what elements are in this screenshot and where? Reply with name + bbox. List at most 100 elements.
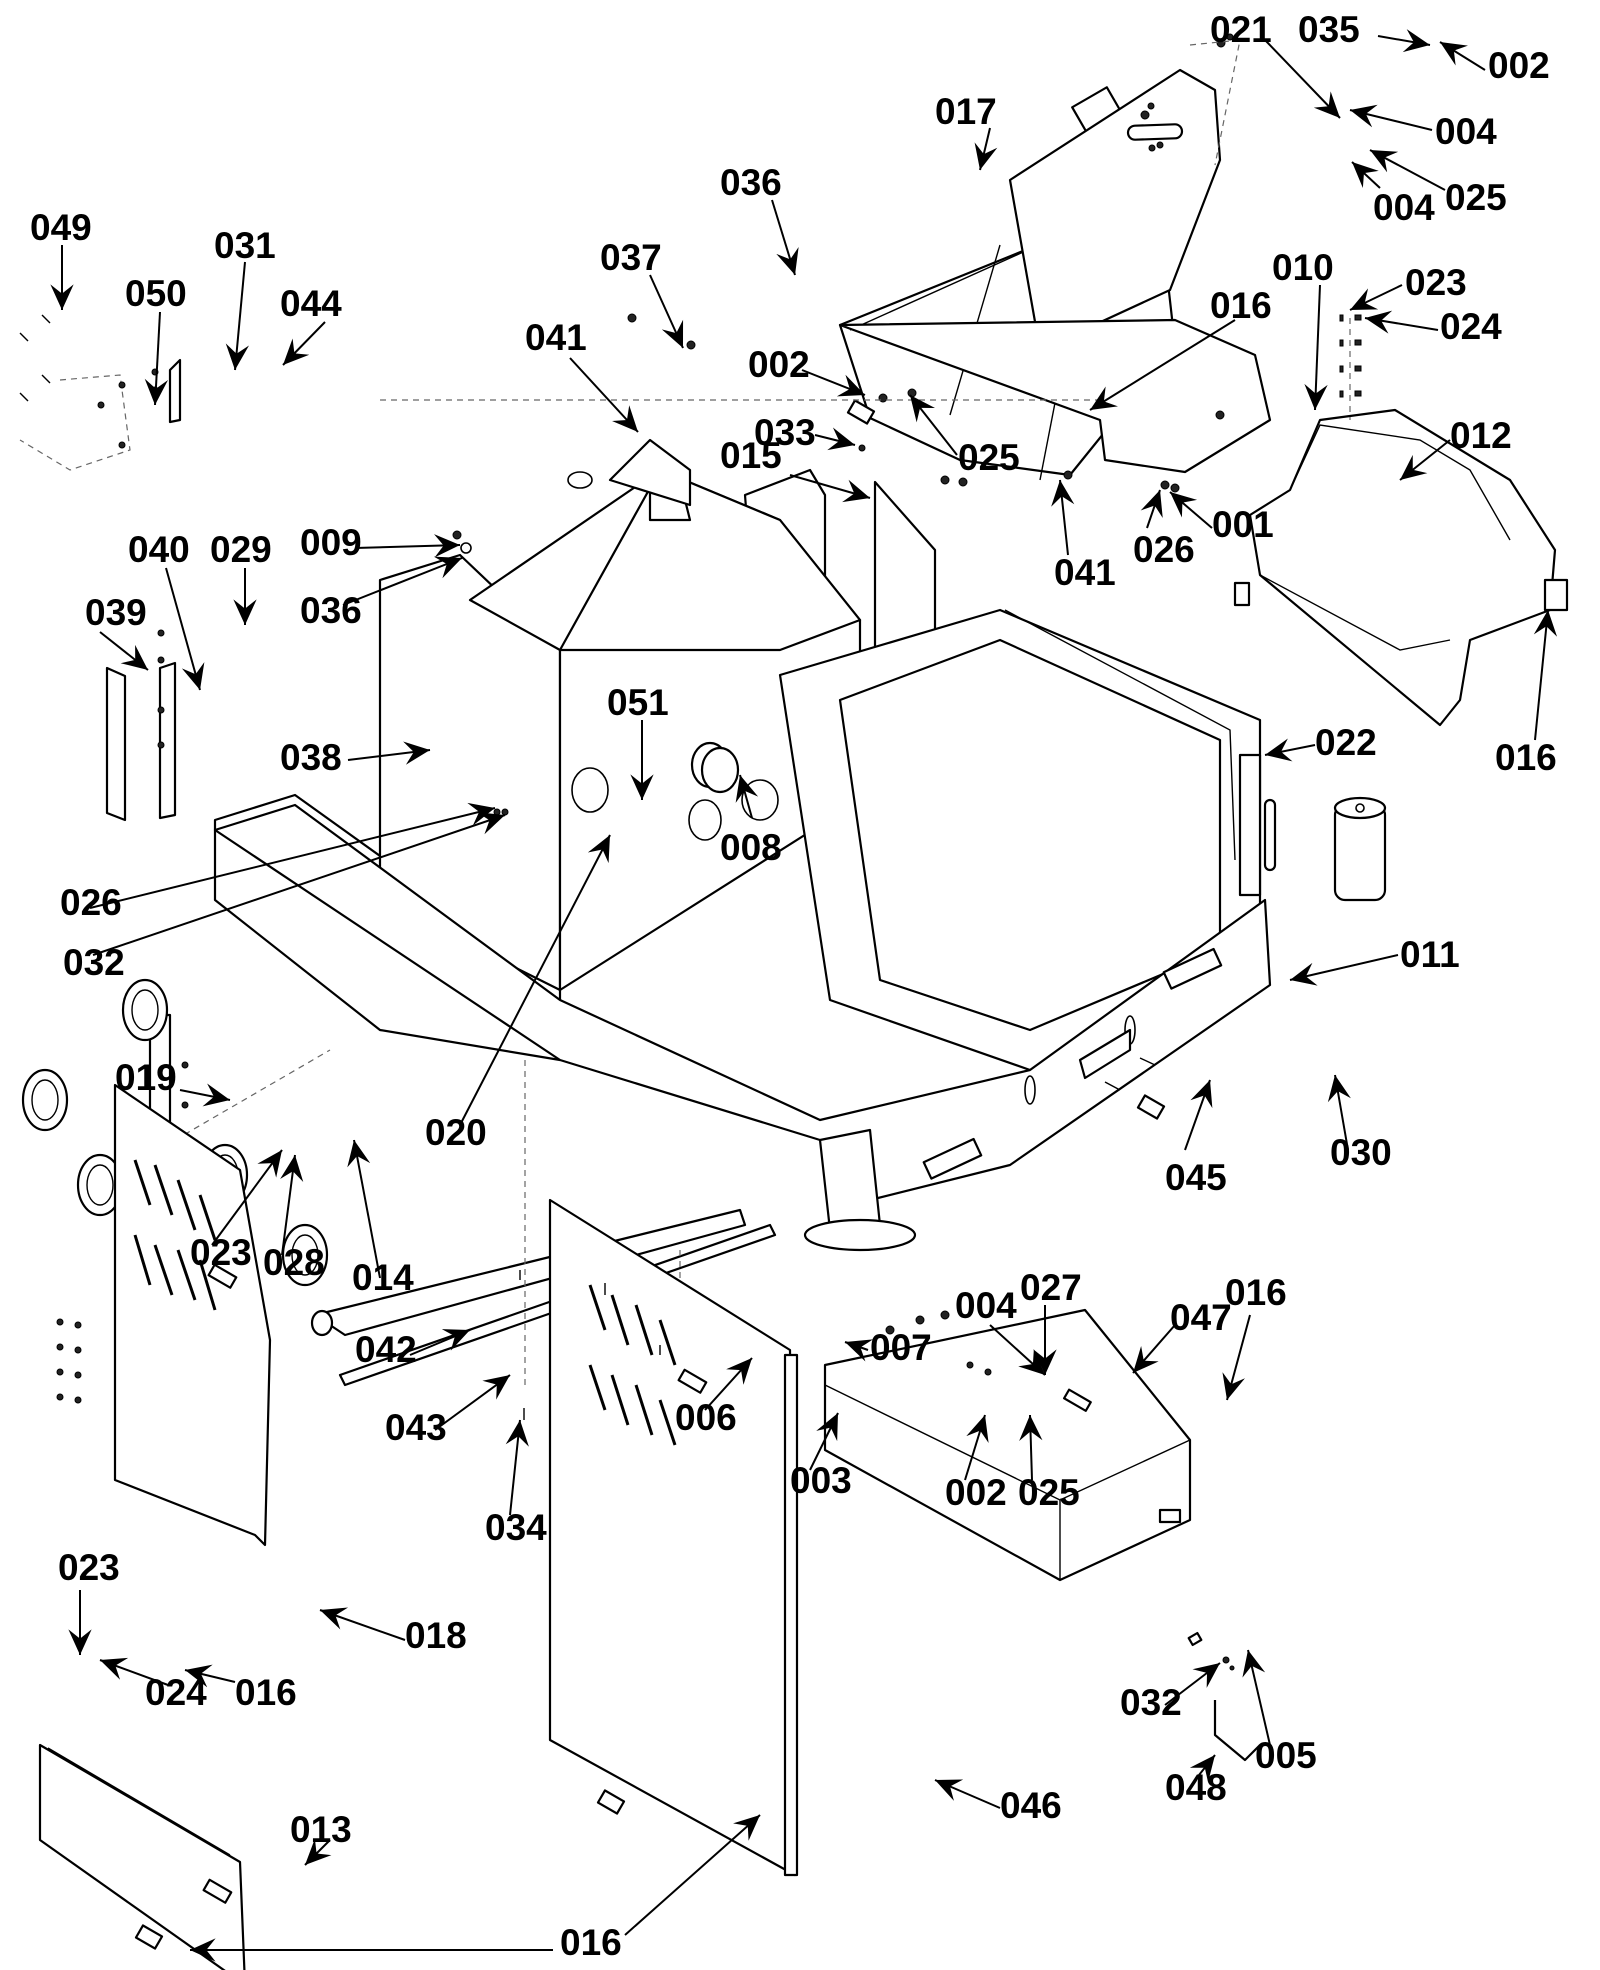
callout-label-047: 047 [1170,1297,1232,1338]
callout-label-023: 023 [1405,262,1467,303]
leader-arrow-c-002c [964,1414,989,1481]
callout-label-039: 039 [85,592,147,633]
callout-label-033: 033 [754,412,816,453]
leader-arrow-c-019 [179,1083,231,1107]
leader-arrow-c-010 [1304,284,1328,411]
callout-label-003: 003 [790,1460,852,1501]
leader-arrow-c-018 [319,1607,406,1641]
leader-arrow-c-008 [735,774,759,819]
leader-arrow-c-024b [99,1657,169,1686]
leader-arrow-c-023b [211,1149,283,1246]
leader-arrow-c-032b [1164,1662,1221,1706]
leader-arrow-c-031 [225,261,249,371]
callout-label-016: 016 [1495,737,1557,778]
leader-arrow-c-011 [1289,954,1399,986]
callout-label-002: 002 [748,344,810,385]
callout-label-028: 028 [263,1242,325,1283]
callout-label-005: 005 [1255,1735,1317,1776]
leader-arrow-c-041a [569,357,639,433]
callout-label-008: 008 [720,827,782,868]
leader-arrow-c-046 [934,1779,1001,1809]
callout-label-018: 018 [405,1615,467,1656]
callout-label-045: 045 [1165,1157,1227,1198]
leader-arrow-c-022 [1264,738,1316,762]
callout-label-013: 013 [290,1809,352,1850]
leader-arrow-c-025a [1369,149,1446,191]
callout-label-016: 016 [1225,1272,1287,1313]
callout-label-025: 025 [1445,177,1507,218]
leader-arrow-c-005 [1242,1649,1271,1746]
leader-arrow-c-015 [789,474,871,503]
callout-label-015: 015 [720,435,782,476]
callout-label-009: 009 [300,522,362,563]
leader-arrow-c-043 [434,1374,511,1431]
callout-label-041: 041 [525,317,587,358]
callout-label-019: 019 [115,1057,177,1098]
callout-label-004: 004 [1373,187,1435,228]
leader-arrow-c-016a [1089,319,1236,411]
callout-label-001: 001 [1212,504,1274,545]
part-039-040-strips [105,629,177,822]
callout-label-007: 007 [870,1327,932,1368]
callout-label-023: 023 [190,1232,252,1273]
callout-label-043: 043 [385,1407,447,1448]
leader-arrow-c-013 [304,1838,332,1866]
callout-label-029: 029 [210,529,272,570]
callout-label-016: 016 [560,1922,622,1963]
leader-arrow-c-006 [704,1357,753,1411]
leader-arrow-c-016e [624,1814,761,1936]
leader-arrow-c-002b [801,369,866,397]
leader-arrow-c-016c [1222,1314,1251,1401]
leader-arrow-c-030 [1327,1074,1351,1151]
callout-label-002: 002 [1488,45,1550,86]
callout-label-023: 023 [58,1547,120,1588]
callout-label-010: 010 [1272,247,1334,288]
callout-label-006: 006 [675,1397,737,1438]
leader-arrow-c-037 [649,274,684,349]
leader-arrow-c-024a [1364,310,1439,334]
leader-arrow-c-007 [844,1339,874,1362]
callout-label-024: 024 [145,1672,207,1713]
callout-label-027: 027 [1020,1267,1082,1308]
callout-label-011: 011 [1400,934,1460,975]
callout-label-044: 044 [280,283,342,324]
leader-arrow-c-050 [144,311,169,406]
callout-label-025: 025 [1018,1472,1080,1513]
part-012-side-cover [1248,408,1569,727]
leader-arrow-c-041b [1051,479,1075,556]
part-008-grommet [690,741,740,794]
leader-arrow-c-044 [282,321,326,366]
leader-arrow-c-048 [1189,1754,1216,1783]
leader-arrow-c-026a [1140,489,1163,529]
callout-label-031: 031 [214,225,276,266]
leader-arrow-c-042 [409,1329,471,1356]
callout-label-036: 036 [300,590,362,631]
callout-label-046: 046 [1000,1785,1062,1826]
callout-label-004: 004 [955,1285,1017,1326]
leader-arrow-c-009 [354,534,461,558]
leader-arrow-c-038 [347,741,431,765]
leader-arrow-c-016d [184,1664,236,1688]
leader-arrow-c-028 [280,1154,304,1256]
leader-arrow-c-023a [1349,284,1403,311]
leader-arrow-c-026b [89,802,496,909]
leader-arrow-c-016b [1533,609,1558,741]
leader-arrow-c-033 [814,427,856,451]
callout-label-022: 022 [1315,722,1377,763]
leader-arrow-c-032a [92,812,506,956]
part-017-seat-housing [838,68,1272,481]
callout-label-012: 012 [1450,415,1512,456]
leader-arrow-c-036b [342,556,463,606]
leader-arrow-c-025c [1019,1414,1043,1481]
callout-label-030: 030 [1330,1132,1392,1173]
leader-arrow-c-039 [99,631,149,671]
callout-label-032: 032 [1120,1682,1182,1723]
callout-leaders [50,29,1558,1962]
leader-arrow-c-012 [1399,439,1451,481]
part-046-vented-panel [548,1198,799,1877]
callout-label-038: 038 [280,737,342,778]
part-014-rings [21,978,329,1287]
part-022-upright [1263,798,1277,872]
